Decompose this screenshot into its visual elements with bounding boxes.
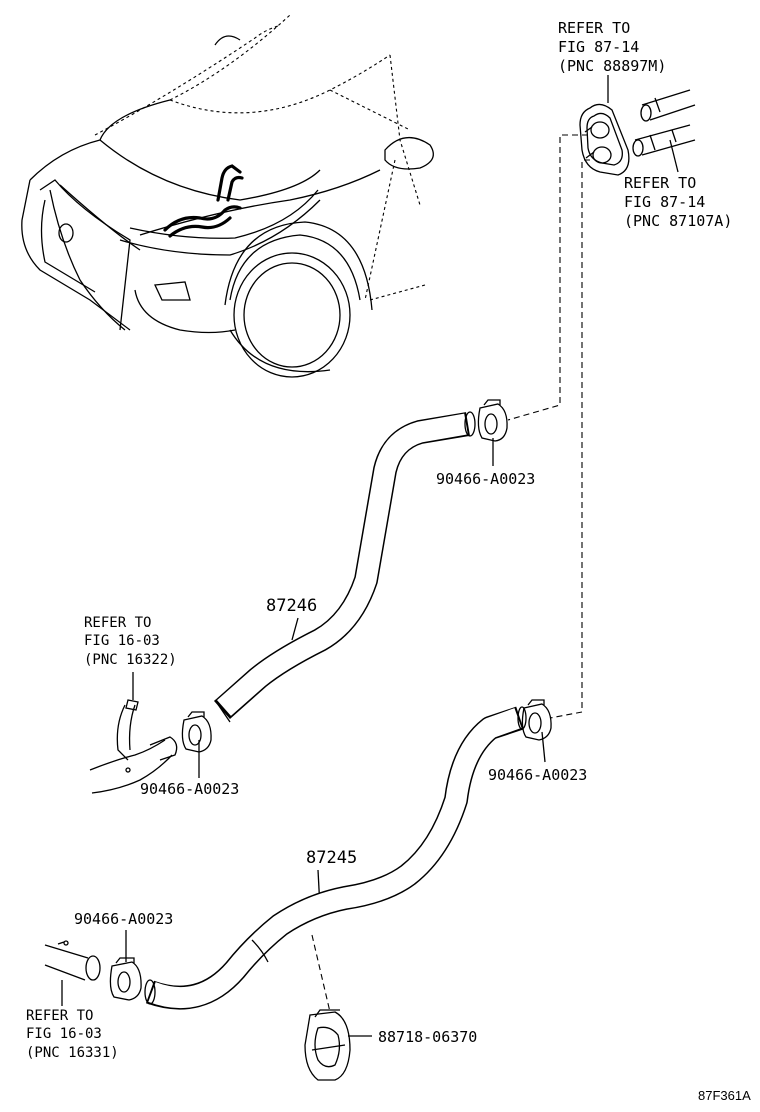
ref-top-line1: REFER TO: [558, 19, 630, 37]
hose-87245: [144, 706, 527, 1010]
clamp-middle-left-label: 90466-A0023: [140, 780, 239, 798]
clip-part-label: 88718-06370: [378, 1028, 477, 1046]
vehicle-illustration: [21, 14, 434, 378]
ref-left-line1: REFER TO: [84, 615, 151, 631]
hose-upper-label: 87246: [266, 596, 317, 616]
hose-clip-icon: [304, 1009, 351, 1081]
ref-left-line2: FIG 16-03: [84, 633, 160, 649]
radiator-pipe-icon: [44, 940, 101, 981]
ref-right-line1: REFER TO: [624, 174, 696, 192]
hose-lower-label: 87245: [306, 848, 357, 868]
ref-right-line3: (PNC 87107A): [624, 212, 732, 230]
clamp-middle-right-label: 90466-A0023: [488, 766, 587, 784]
double-grommet-icon: [579, 103, 630, 176]
ref-bottom-line3: (PNC 16331): [26, 1045, 119, 1061]
ref-bottom-line1: REFER TO: [26, 1008, 93, 1024]
heater-pipes-icon: [632, 89, 696, 157]
ref-left-line3: (PNC 16322): [84, 652, 177, 668]
ref-top-line3: (PNC 88897M): [558, 57, 666, 75]
figure-id: 87F361A: [698, 1088, 751, 1103]
ref-right-line2: FIG 87-14: [624, 193, 705, 211]
hose-clamp-icon: [109, 399, 552, 1001]
callout-labels: REFER TO FIG 87-14 (PNC 88897M) REFER TO…: [26, 19, 751, 1103]
hose-87246: [214, 411, 476, 723]
ref-bottom-line2: FIG 16-03: [26, 1026, 102, 1042]
clamp-lower-left-label: 90466-A0023: [74, 910, 173, 928]
ref-top-line2: FIG 87-14: [558, 38, 639, 56]
leader-lines: [61, 75, 679, 1037]
water-pipe-icon: [89, 699, 178, 794]
clamp-upper-right-label: 90466-A0023: [436, 470, 535, 488]
